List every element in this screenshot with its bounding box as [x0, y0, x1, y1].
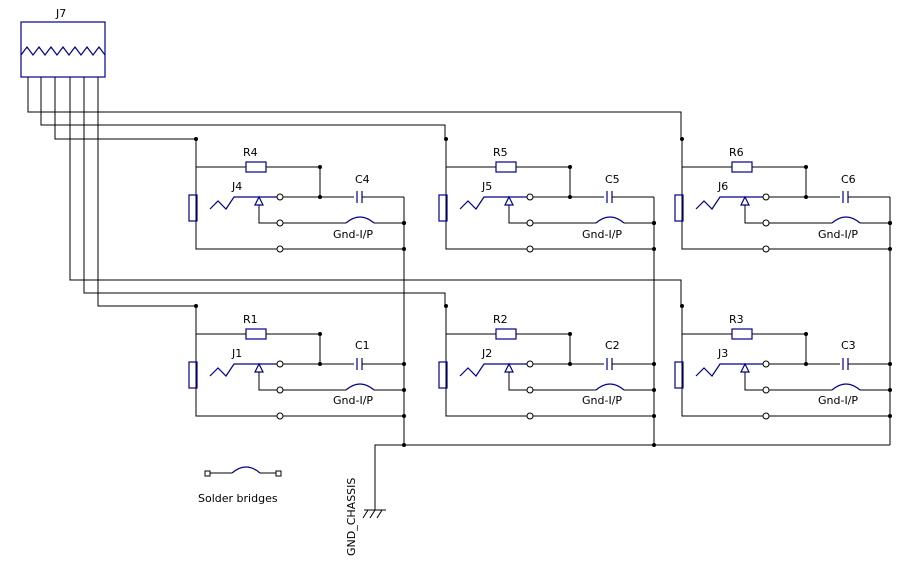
bridge-label: Gnd-I/P [818, 228, 858, 241]
ground-bus [374, 197, 892, 510]
channel-j4: R4 J4 C4 Gnd-I/P [188, 136, 407, 253]
resistor-label: R4 [243, 146, 258, 159]
channel-j3: R3 J3 C3 Gnd-I/P [674, 303, 893, 420]
channel-j6: R6 J6 C6 Gnd-I/P [674, 136, 893, 253]
capacitor-label: C5 [605, 173, 620, 186]
channel-j5: R5 J5 C5 Gnd-I/P [438, 136, 657, 253]
jack-label: J3 [717, 347, 728, 360]
solder-bridge-icon [204, 466, 282, 477]
legend-label: Solder bridges [198, 492, 278, 505]
capacitor-label: C1 [355, 339, 370, 352]
bridge-label: Gnd-I/P [333, 228, 373, 241]
resistor-label: R3 [729, 313, 744, 326]
bus-wires [27, 77, 682, 307]
bridge-label: Gnd-I/P [582, 228, 622, 241]
channel-j1: R1 J1 C1 Gnd-I/P [188, 303, 407, 420]
jack-label: J4 [231, 180, 242, 193]
jack-label: J6 [717, 180, 728, 193]
chassis-ground-icon [362, 509, 386, 519]
channel-j2: R2 J2 C2 Gnd-I/P [438, 303, 657, 420]
resistor-label: R5 [493, 146, 508, 159]
jack-label: J5 [481, 180, 492, 193]
bridge-label: Gnd-I/P [582, 394, 622, 407]
capacitor-label: C3 [841, 339, 856, 352]
resistor-label: R6 [729, 146, 744, 159]
capacitor-label: C6 [841, 173, 856, 186]
bridge-label: Gnd-I/P [818, 394, 858, 407]
capacitor-label: C2 [605, 339, 620, 352]
resistor-label: R1 [243, 313, 258, 326]
ground-label: GND_CHASSIS [345, 478, 358, 556]
connector-j7: J7 [20, 7, 106, 78]
capacitor-label: C4 [355, 173, 370, 186]
bridge-label: Gnd-I/P [333, 394, 373, 407]
jack-label: J1 [231, 347, 242, 360]
resistor-label: R2 [493, 313, 508, 326]
connector-label: J7 [55, 7, 66, 20]
jack-label: J2 [481, 347, 492, 360]
